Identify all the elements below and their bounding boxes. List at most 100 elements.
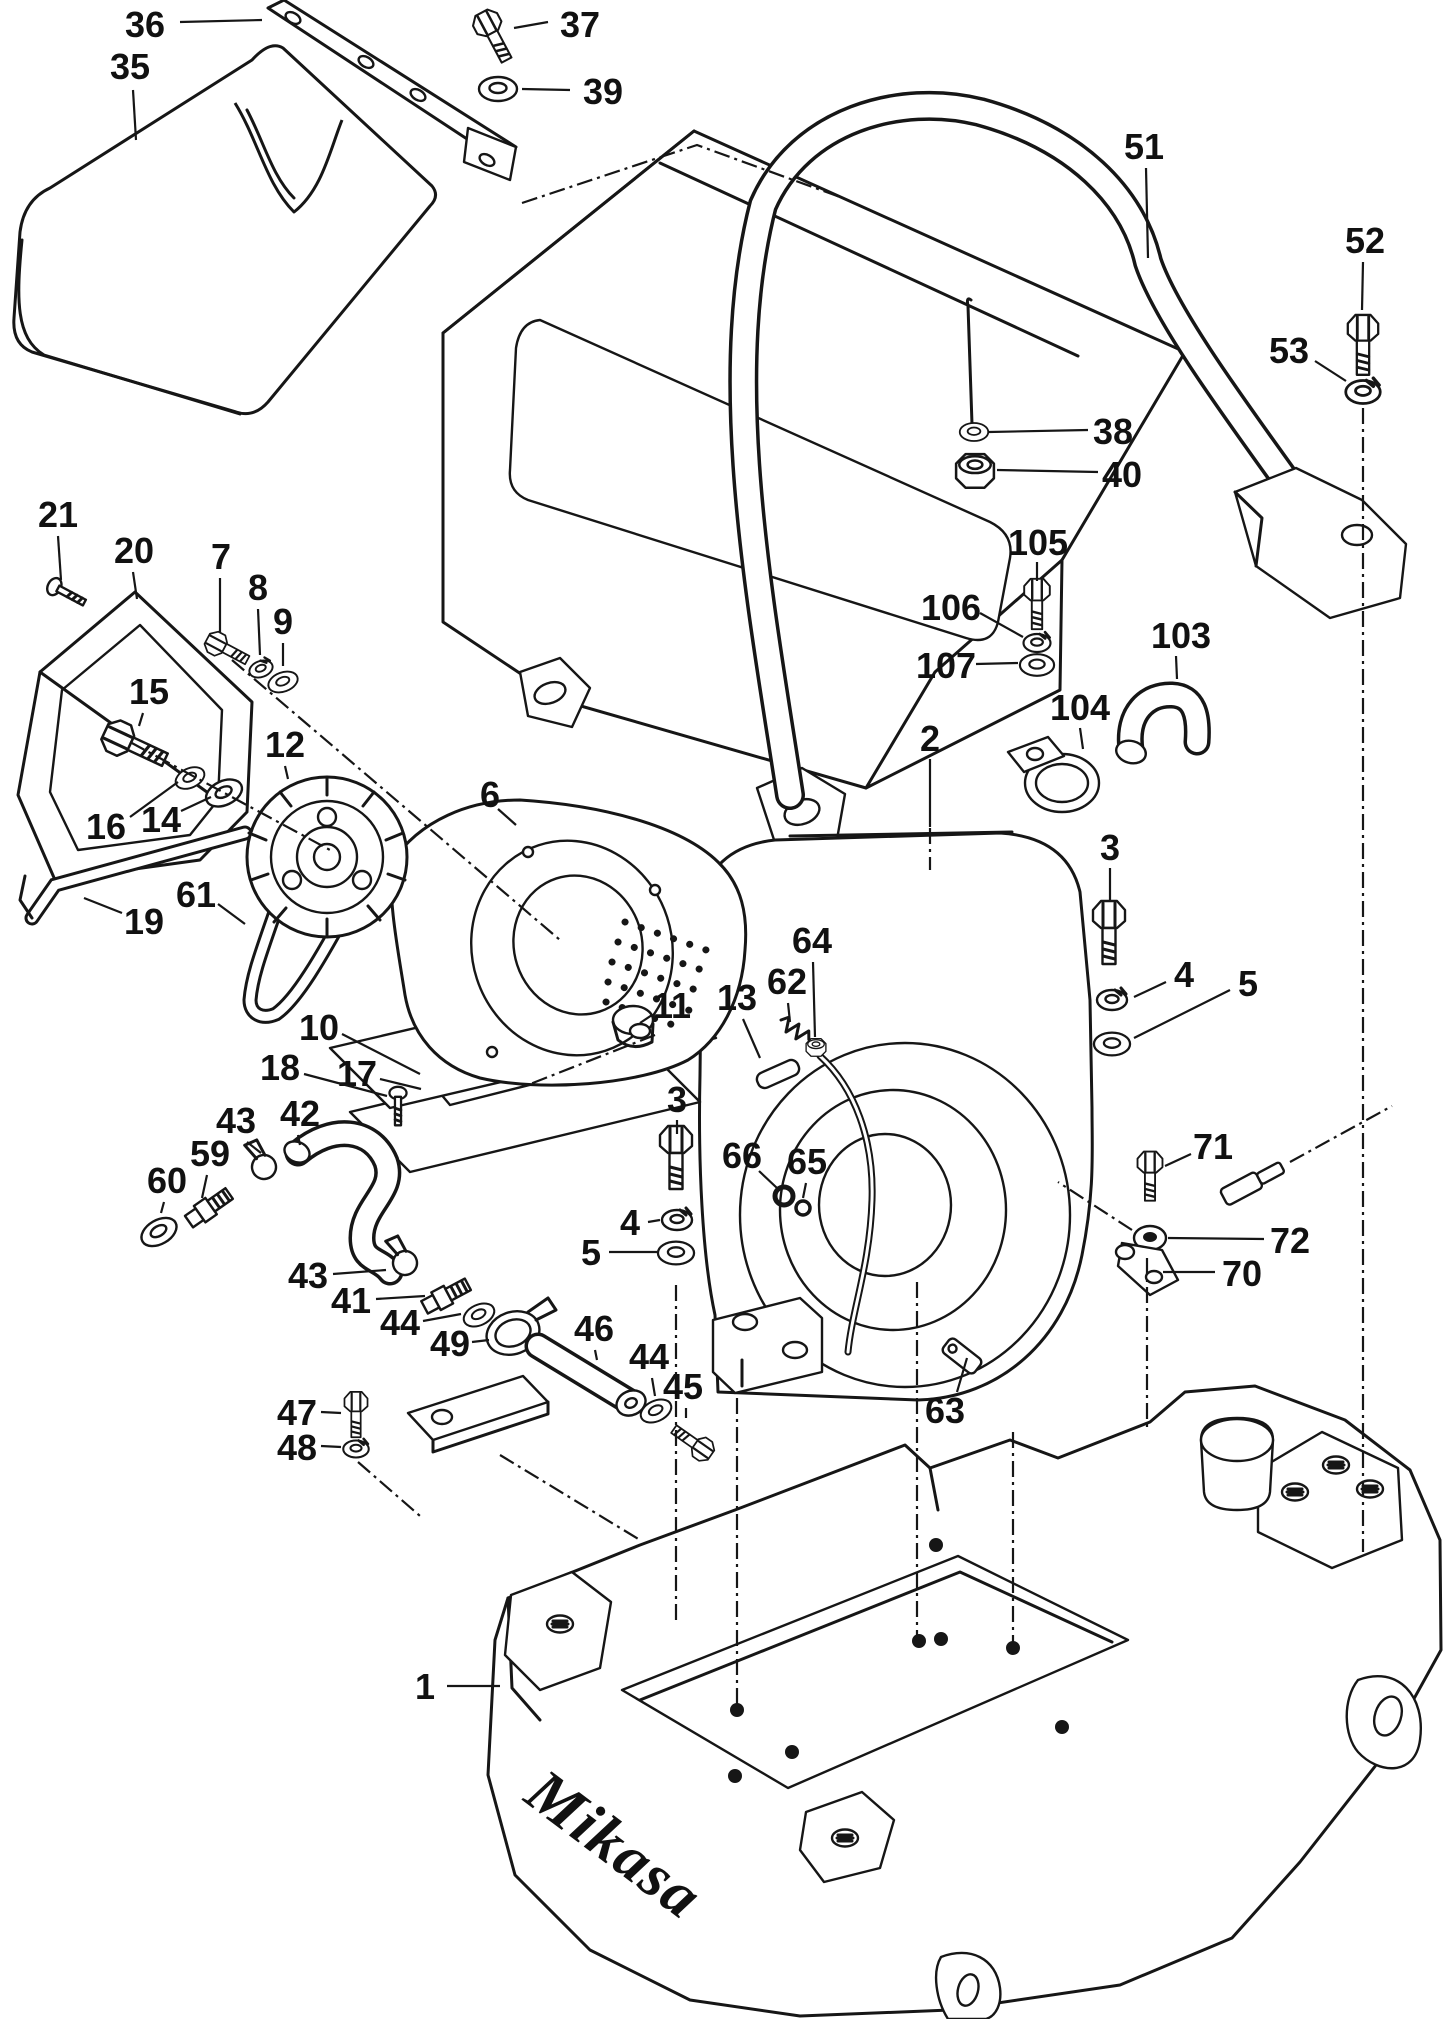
elbow-hose-103 <box>1115 681 1211 765</box>
part-label-37-2: 37 <box>560 4 600 45</box>
bolt-71 <box>1136 1150 1164 1202</box>
lock-washer-4-right <box>1095 986 1129 1012</box>
bolt-45 <box>666 1418 719 1466</box>
leader-line-72-56 <box>1167 1236 1265 1241</box>
lock-washer-8 <box>245 654 277 682</box>
leader-line-20-19 <box>131 571 139 600</box>
leader-line-49-49 <box>471 1338 490 1344</box>
leader-line-53-6 <box>1314 360 1347 382</box>
leader-line-10-30 <box>341 1033 421 1075</box>
part-label-14-25: 14 <box>141 799 181 840</box>
leader-line-52-5 <box>1360 261 1365 311</box>
washer-65 <box>794 1199 812 1217</box>
part-label-65-38: 65 <box>787 1141 827 1182</box>
threaded-hole <box>830 1828 860 1848</box>
part-label-18-32: 18 <box>260 1047 300 1088</box>
part-label-45-52: 45 <box>663 1366 703 1407</box>
leader-line-43-46 <box>332 1268 387 1276</box>
leader-line-59-44 <box>200 1174 209 1199</box>
bushing-11 <box>611 1004 655 1048</box>
part-label-19-27: 19 <box>124 901 164 942</box>
part-label-64-36: 64 <box>792 920 832 961</box>
part-label-38-7: 38 <box>1093 411 1133 452</box>
leader-line-42-42 <box>296 1134 302 1146</box>
leader-line-44-48 <box>422 1312 462 1323</box>
leader-line-4-40 <box>647 1218 661 1224</box>
part-label-3-15: 3 <box>1100 827 1120 868</box>
lock-washer-106 <box>1022 630 1052 654</box>
leader-line-17-31 <box>379 1077 422 1091</box>
part-label-11-33: 11 <box>653 985 691 1026</box>
part-label-43-46: 43 <box>288 1255 328 1296</box>
leader-line-41-47 <box>375 1294 426 1301</box>
threaded-hole <box>1355 1479 1385 1499</box>
leader-line-60-45 <box>159 1201 166 1214</box>
leader-line-35-1 <box>131 89 138 141</box>
part-label-21-18: 21 <box>38 494 78 535</box>
bolt-52 <box>1346 313 1380 377</box>
fitting-59 <box>181 1183 237 1232</box>
leader-line-21-18 <box>56 535 63 581</box>
part-label-44-51: 44 <box>629 1336 669 1377</box>
v-belt <box>242 887 360 1024</box>
leader-line-5-17 <box>1133 989 1231 1039</box>
threaded-hole <box>1280 1482 1310 1502</box>
fitting-41 <box>418 1273 475 1318</box>
leader-line-64-36 <box>811 961 817 1038</box>
leader-line-51-4 <box>1144 167 1150 259</box>
cable-end <box>1219 1161 1285 1206</box>
leader-line-61-28 <box>217 903 246 925</box>
lock-washer-4-center <box>660 1206 694 1232</box>
leader-line-11-33 <box>639 1014 653 1024</box>
leader-line-12-26 <box>283 765 290 780</box>
part-label-106-10: 106 <box>921 587 981 628</box>
bolt-47 <box>343 1390 369 1439</box>
washer-60 <box>135 1210 183 1254</box>
leader-line-71-55 <box>1164 1153 1192 1167</box>
part-label-3-39: 3 <box>667 1079 687 1120</box>
part-label-105-9: 105 <box>1008 522 1068 563</box>
screw-21 <box>42 574 91 613</box>
part-label-42-42: 42 <box>280 1093 320 1134</box>
part-label-7-20: 7 <box>211 536 231 577</box>
leader-line-44-51 <box>650 1377 657 1397</box>
part-label-72-56: 72 <box>1270 1220 1310 1261</box>
part-label-6-29: 6 <box>480 774 500 815</box>
part-label-39-3: 39 <box>583 71 623 112</box>
leader-line-62-35 <box>786 1002 792 1023</box>
leader-line-106-10 <box>979 612 1024 638</box>
lock-washer-53 <box>1344 376 1382 406</box>
part-label-44-48: 44 <box>380 1302 420 1343</box>
breather-hose-42 <box>283 1120 404 1286</box>
washer-5-right <box>1092 1031 1132 1057</box>
part-label-70-57: 70 <box>1222 1253 1262 1294</box>
bracket-46 <box>406 1374 550 1454</box>
part-label-13-34: 13 <box>717 977 757 1018</box>
washer-107 <box>1018 653 1056 677</box>
rubber-pad <box>12 44 437 416</box>
washer-39 <box>477 75 519 103</box>
nut-64 <box>805 1037 827 1057</box>
leader-line-4-16 <box>1133 981 1167 998</box>
leader-line-107-11 <box>975 661 1019 666</box>
leader-line-66-37 <box>758 1170 778 1189</box>
leader-line-40-8 <box>996 468 1099 474</box>
part-label-52-5: 52 <box>1345 220 1385 261</box>
washer-5-center <box>656 1240 696 1266</box>
leader-line-103-12 <box>1174 655 1179 680</box>
base-round-boss <box>1199 1416 1275 1512</box>
leader-line-37-2 <box>513 20 549 30</box>
nut-40 <box>954 452 996 490</box>
part-label-41-47: 41 <box>331 1280 371 1321</box>
bolt-37 <box>468 5 520 68</box>
tank-cover <box>441 129 1187 854</box>
air-cleaner-plate <box>389 798 748 1087</box>
part-label-61-28: 61 <box>176 874 216 915</box>
leader-line-6-29 <box>497 808 517 826</box>
part-label-4-40: 4 <box>620 1202 640 1243</box>
part-label-16-24: 16 <box>86 806 126 847</box>
part-label-8-21: 8 <box>248 567 268 608</box>
part-label-49-49: 49 <box>430 1323 470 1364</box>
